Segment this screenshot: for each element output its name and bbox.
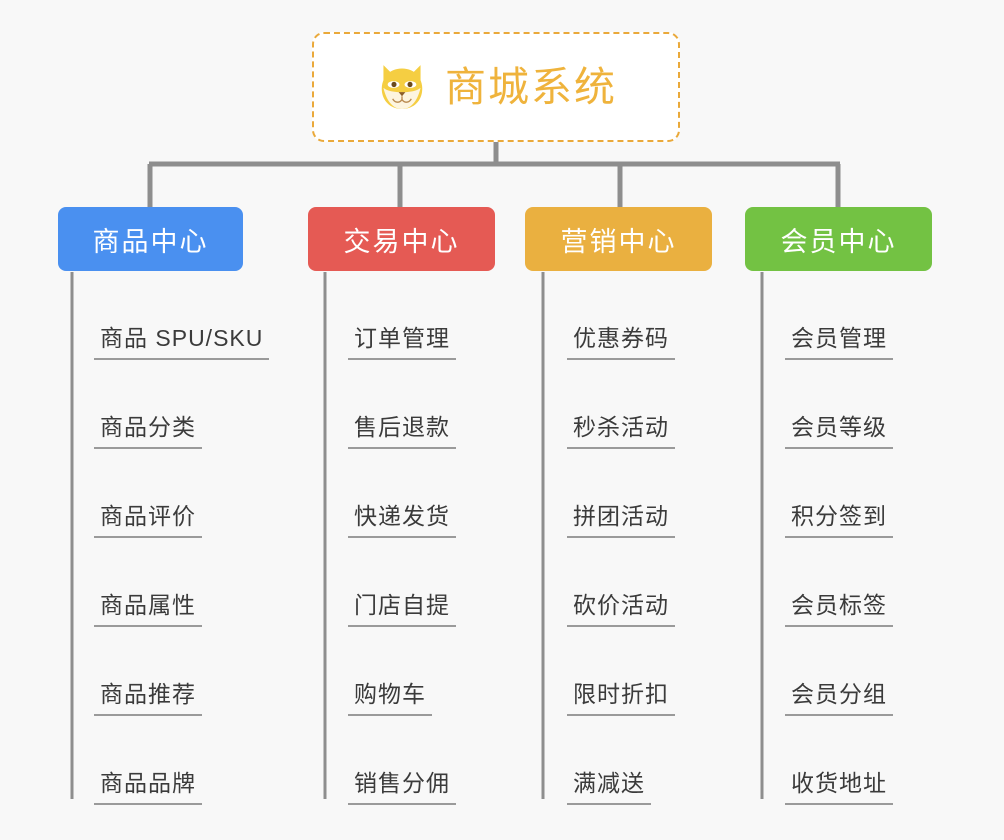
leaf-label: 购物车 xyxy=(348,681,432,716)
list-item[interactable]: 优惠券码 xyxy=(567,271,712,360)
leaf-label: 砍价活动 xyxy=(567,592,675,627)
leaf-label: 会员管理 xyxy=(785,325,893,360)
leaf-list-marketing-center: 优惠券码 秒杀活动 拼团活动 砍价活动 限时折扣 满减送 xyxy=(525,271,712,805)
list-item[interactable]: 砍价活动 xyxy=(567,538,712,627)
leaf-label: 拼团活动 xyxy=(567,503,675,538)
list-item[interactable]: 商品 SPU/SKU xyxy=(94,271,270,360)
list-item[interactable]: 购物车 xyxy=(348,627,495,716)
category-header-product-center[interactable]: 商品中心 xyxy=(58,207,243,271)
list-item[interactable]: 门店自提 xyxy=(348,538,495,627)
root-node[interactable]: 商城系统 xyxy=(312,32,680,142)
list-item[interactable]: 收货地址 xyxy=(785,716,932,805)
list-item[interactable]: 会员管理 xyxy=(785,271,932,360)
leaf-label: 商品推荐 xyxy=(94,681,202,716)
category-column-member-center: 会员中心 会员管理 会员等级 积分签到 会员标签 会员分组 收货地址 xyxy=(745,207,932,805)
leaf-label: 商品属性 xyxy=(94,592,202,627)
category-header-marketing-center[interactable]: 营销中心 xyxy=(525,207,712,271)
list-item[interactable]: 拼团活动 xyxy=(567,449,712,538)
list-item[interactable]: 会员等级 xyxy=(785,360,932,449)
root-label: 商城系统 xyxy=(445,63,617,110)
leaf-label: 满减送 xyxy=(567,770,651,805)
leaf-label: 销售分佣 xyxy=(348,770,456,805)
list-item[interactable]: 会员标签 xyxy=(785,538,932,627)
leaf-label: 门店自提 xyxy=(348,592,456,627)
list-item[interactable]: 积分签到 xyxy=(785,449,932,538)
list-item[interactable]: 销售分佣 xyxy=(348,716,495,805)
leaf-label: 会员分组 xyxy=(785,681,893,716)
list-item[interactable]: 商品品牌 xyxy=(94,716,269,805)
leaf-label: 收货地址 xyxy=(785,770,893,805)
list-item[interactable]: 会员分组 xyxy=(785,627,932,716)
list-item[interactable]: 商品推荐 xyxy=(94,627,269,716)
list-item[interactable]: 商品评价 xyxy=(94,449,269,538)
leaf-label: 会员等级 xyxy=(785,414,893,449)
list-item[interactable]: 商品属性 xyxy=(94,538,269,627)
leaf-label: 商品分类 xyxy=(94,414,202,449)
list-item[interactable]: 满减送 xyxy=(567,716,712,805)
leaf-label: 秒杀活动 xyxy=(567,414,675,449)
leaf-label: 订单管理 xyxy=(348,325,456,360)
leaf-list-product-center: 商品 SPU/SKU 商品分类 商品评价 商品属性 商品推荐 商品品牌 xyxy=(58,271,270,805)
leaf-label: 会员标签 xyxy=(785,592,893,627)
category-header-member-center[interactable]: 会员中心 xyxy=(745,207,932,271)
leaf-list-trade-center: 订单管理 售后退款 快递发货 门店自提 购物车 销售分佣 xyxy=(308,271,495,805)
category-column-marketing-center: 营销中心 优惠券码 秒杀活动 拼团活动 砍价活动 限时折扣 满减送 xyxy=(525,207,712,805)
leaf-label: 商品 SPU/SKU xyxy=(94,325,270,360)
list-item[interactable]: 限时折扣 xyxy=(567,627,712,716)
leaf-label: 商品评价 xyxy=(94,503,202,538)
category-header-trade-center[interactable]: 交易中心 xyxy=(308,207,495,271)
list-item[interactable]: 商品分类 xyxy=(94,360,269,449)
list-item[interactable]: 订单管理 xyxy=(348,271,495,360)
list-item[interactable]: 售后退款 xyxy=(348,360,495,449)
category-column-product-center: 商品中心 商品 SPU/SKU 商品分类 商品评价 商品属性 商品推荐 商品品牌 xyxy=(58,207,270,805)
list-item[interactable]: 秒杀活动 xyxy=(567,360,712,449)
list-item[interactable]: 快递发货 xyxy=(348,449,495,538)
leaf-label: 商品品牌 xyxy=(94,770,202,805)
leaf-label: 售后退款 xyxy=(348,414,456,449)
leaf-label: 快递发货 xyxy=(348,503,456,538)
leaf-label: 积分签到 xyxy=(785,503,893,538)
leaf-list-member-center: 会员管理 会员等级 积分签到 会员标签 会员分组 收货地址 xyxy=(745,271,932,805)
leaf-label: 优惠券码 xyxy=(567,325,675,360)
shiba-dog-face-icon xyxy=(381,65,423,109)
category-column-trade-center: 交易中心 订单管理 售后退款 快递发货 门店自提 购物车 销售分佣 xyxy=(308,207,495,805)
leaf-label: 限时折扣 xyxy=(567,681,675,716)
